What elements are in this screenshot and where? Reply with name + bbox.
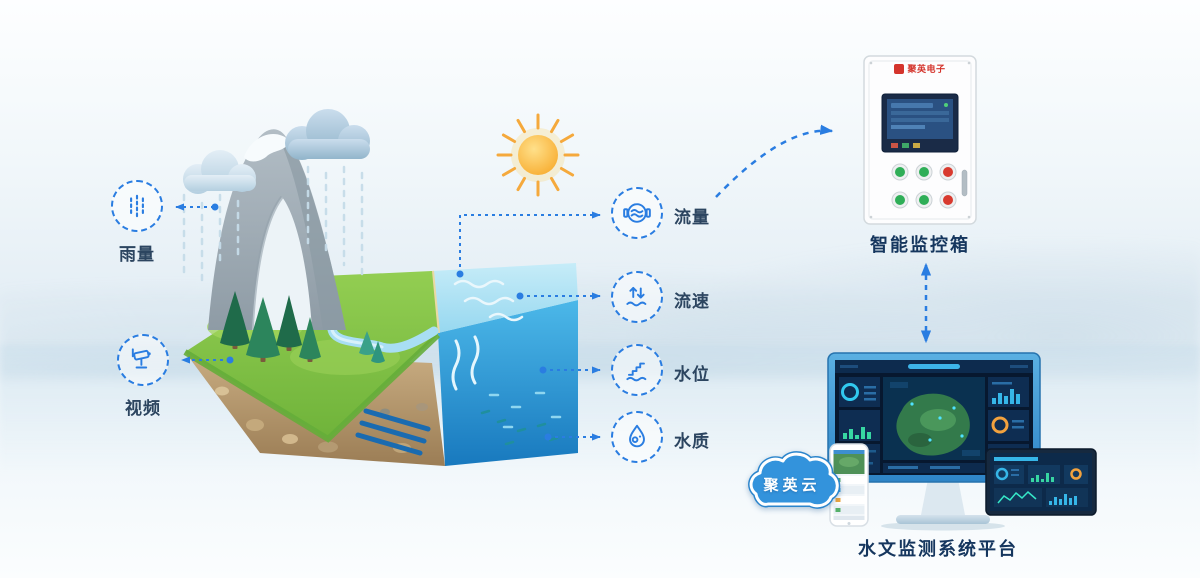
- control-cabinet-illustration: [863, 55, 977, 225]
- cabinet-brand: 聚英电子: [860, 62, 980, 75]
- dashboard-map: [883, 377, 985, 473]
- brand-logo-icon: [894, 63, 905, 74]
- velocity-icon: [611, 271, 663, 323]
- cabinet-screen: [881, 93, 959, 153]
- cloud-icon: [748, 451, 841, 509]
- monitor-illustration: [827, 352, 1097, 531]
- tablet-illustration: [985, 448, 1097, 516]
- water-block: [430, 263, 578, 466]
- water-quality-label: 水质: [674, 432, 710, 451]
- rain-gauge-icon: [111, 180, 163, 232]
- brand-text: 聚英电子: [907, 64, 946, 74]
- landscape-illustration: [182, 109, 578, 466]
- rain-label: 雨量: [119, 245, 155, 264]
- fish-school: [480, 409, 559, 446]
- surface-waves: [453, 279, 524, 322]
- flow-icon: [611, 187, 663, 239]
- cloud-platform-label: 聚英云: [763, 477, 821, 494]
- water-level-label: 水位: [674, 365, 710, 384]
- cloud-right: [285, 109, 370, 160]
- sun-icon: [496, 113, 580, 197]
- culvert-pipes: [355, 408, 431, 456]
- cloud-left: [183, 150, 256, 194]
- platform-caption: 水文监测系统平台: [858, 539, 1018, 559]
- snow-cap: [244, 134, 290, 162]
- trees: [220, 291, 385, 363]
- water-level-icon: [611, 344, 663, 396]
- water-quality-icon: [611, 411, 663, 463]
- waterfall-lines: [451, 335, 480, 391]
- monitor-stand: [921, 479, 965, 515]
- indicator-lights: [891, 163, 957, 209]
- phone-illustration: [829, 443, 869, 527]
- water-sparkles: [488, 391, 562, 429]
- velocity-label: 流速: [674, 292, 710, 311]
- video-label: 视频: [125, 399, 161, 418]
- camera-icon: [117, 334, 169, 386]
- cabinet-caption: 智能监控箱: [870, 235, 970, 255]
- cabinet-handle: [961, 169, 968, 197]
- flow-label: 流量: [674, 208, 710, 227]
